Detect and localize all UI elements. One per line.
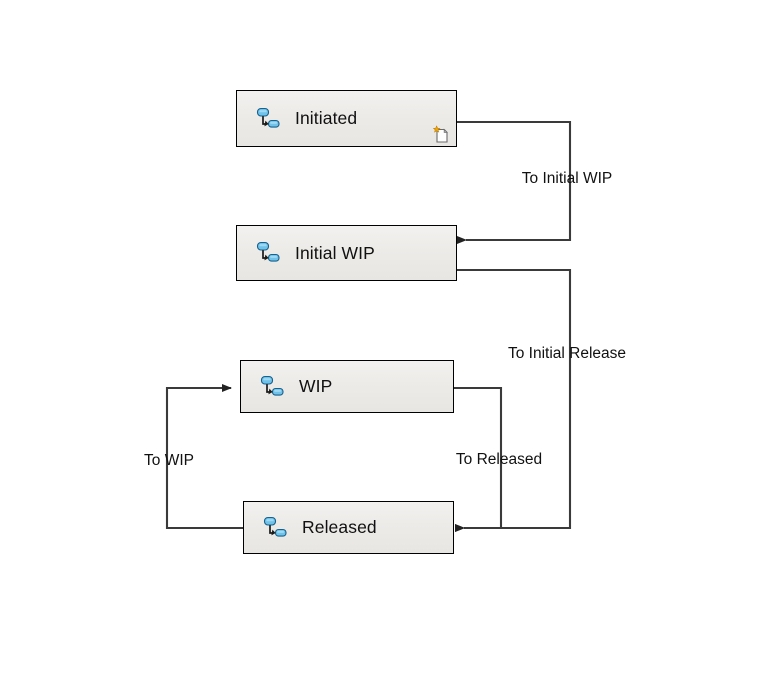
- edge-label-to-initial-wip[interactable]: To Initial WIP: [521, 170, 613, 187]
- state-node-initial-wip[interactable]: Initial WIP: [236, 225, 457, 281]
- state-node-label: Initial WIP: [295, 242, 375, 263]
- state-node-icon: [255, 240, 281, 266]
- edge-label-to-wip[interactable]: To WIP: [144, 452, 194, 469]
- edge-label-to-released[interactable]: To Released: [455, 451, 543, 468]
- new-document-star-icon: [431, 124, 451, 144]
- state-node-initiated[interactable]: Initiated: [236, 90, 457, 147]
- edge-path-to-initial-release: [455, 268, 572, 532]
- state-node-wip[interactable]: WIP: [240, 360, 454, 413]
- state-node-icon: [259, 374, 285, 400]
- state-node-label: Initiated: [295, 108, 358, 128]
- state-node-icon: [255, 106, 281, 132]
- state-node-released[interactable]: Released: [243, 501, 454, 554]
- state-node-label: WIP: [299, 376, 333, 396]
- state-node-icon: [262, 515, 288, 541]
- edge-label-to-initial-release[interactable]: To Initial Release: [507, 345, 627, 362]
- state-node-label: Released: [302, 517, 377, 537]
